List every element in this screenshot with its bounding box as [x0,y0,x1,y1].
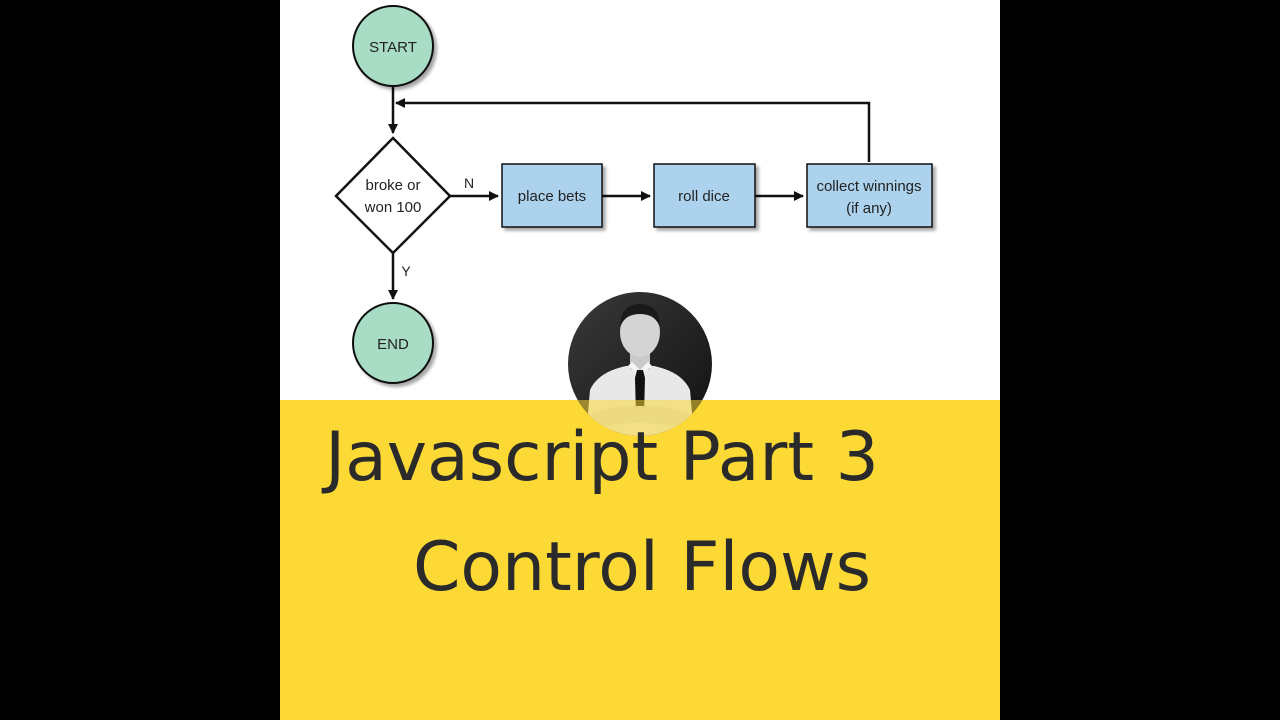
start-node: START [352,5,434,87]
no-branch-label: N [464,175,474,191]
collect-winnings-label-line1: collect winnings [816,178,921,195]
place-bets-label: place bets [518,188,586,205]
flowchart-diagram: START broke or won 100 N Y place bets ro… [334,5,933,384]
presenter-avatar [568,292,712,436]
yes-branch-label: Y [401,263,411,279]
collect-winnings-label-line2: (if any) [846,200,892,217]
video-thumbnail: START broke or won 100 N Y place bets ro… [280,0,1000,720]
roll-dice-label: roll dice [678,188,730,205]
decision-node: broke or won 100 [334,136,452,255]
place-bets-node: place bets [501,163,603,228]
roll-dice-node: roll dice [653,163,756,228]
title-banner [280,400,1000,720]
video-title-line1: Javascript Part 3 [325,418,879,497]
collect-winnings-node: collect winnings (if any) [806,163,933,228]
arrow-loop-back [395,98,871,162]
start-label: START [369,39,417,56]
end-label: END [377,336,409,353]
video-title-line2: Control Flows [412,528,872,607]
decision-label-line1: broke or [365,177,420,194]
decision-label-line2: won 100 [364,199,422,216]
end-node: END [352,302,434,384]
